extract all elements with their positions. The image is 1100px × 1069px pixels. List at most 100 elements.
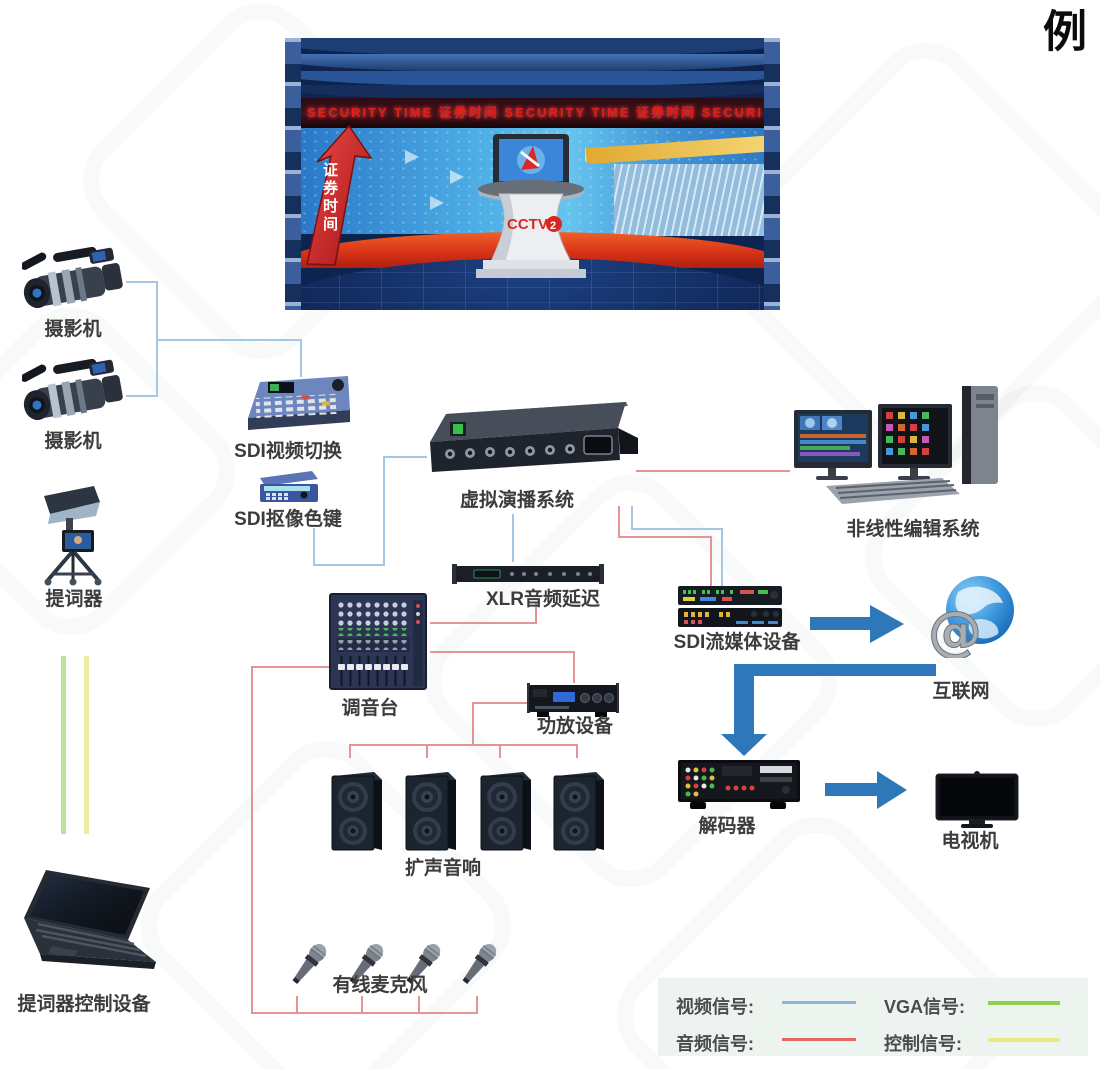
audio-signal-line bbox=[710, 536, 712, 586]
laptop-icon bbox=[16, 866, 166, 986]
page-title: 广电系统拓扑图示例 bbox=[1036, 8, 1085, 55]
workstation-icon bbox=[792, 382, 1012, 517]
control-signal-line bbox=[84, 656, 89, 834]
legend-label-audio: 音频信号: bbox=[676, 1034, 754, 1054]
mixer-icon bbox=[328, 592, 428, 696]
microphone-icon bbox=[288, 938, 330, 995]
microphone-icon bbox=[458, 938, 500, 995]
camera-2-label: 摄影机 bbox=[44, 431, 102, 452]
teleprompter-controller-label: 提词器控制设备 bbox=[17, 994, 151, 1015]
decoder-label: 解码器 bbox=[698, 816, 756, 837]
audio-signal-line bbox=[251, 666, 253, 1014]
sdi-streaming-device-label: SDI流媒体设备 bbox=[673, 632, 801, 653]
video-signal-line bbox=[383, 456, 385, 566]
streaming-rack-icon bbox=[678, 586, 782, 633]
video-signal-line bbox=[126, 281, 158, 283]
rack-box-icon bbox=[420, 396, 638, 481]
power-amplifier-label: 功放设备 bbox=[536, 716, 613, 737]
vga-signal-line bbox=[61, 656, 66, 834]
wall-arrow-icon bbox=[405, 150, 419, 164]
legend bbox=[658, 978, 1088, 1056]
studio-ceiling bbox=[285, 38, 780, 56]
camera-icon bbox=[20, 244, 132, 327]
keyer-icon bbox=[252, 466, 320, 511]
flow-arrow-internet-to-decoder bbox=[746, 664, 936, 676]
audio-signal-line bbox=[573, 651, 575, 683]
legend-label-video: 视频信号: bbox=[676, 997, 754, 1017]
legend-line-audio bbox=[782, 1038, 856, 1041]
video-signal-line bbox=[156, 339, 302, 341]
studio-ticker: SECURITY TIME 证券时间 SECURITY TIME 证券时间 SE… bbox=[285, 98, 780, 128]
audio-signal-line bbox=[361, 996, 363, 1013]
video-signal-line bbox=[383, 456, 427, 458]
flow-arrow-internet-to-decoder bbox=[734, 664, 754, 736]
speaker-icon bbox=[477, 768, 533, 861]
audio-mixer-label: 调音台 bbox=[341, 698, 399, 719]
wall-arrow-icon bbox=[450, 170, 464, 184]
camera-icon bbox=[20, 356, 132, 439]
audio-signal-line bbox=[472, 702, 474, 746]
tv-set-label: 电视机 bbox=[941, 831, 999, 852]
teleprompter-label: 提词器 bbox=[45, 589, 103, 610]
audio-signal-line bbox=[499, 744, 501, 758]
video-signal-line bbox=[512, 514, 514, 562]
microphone-icon bbox=[402, 938, 444, 995]
studio-red-arrow bbox=[306, 124, 373, 266]
at-symbol: @ bbox=[928, 600, 982, 658]
internet-label: 互联网 bbox=[932, 681, 990, 702]
speaker-icon bbox=[328, 768, 384, 861]
xlr-audio-delay-label: XLR音频延迟 bbox=[485, 589, 600, 610]
sdi-video-switcher-label: SDI视频切换 bbox=[234, 441, 342, 462]
studio-ceiling bbox=[285, 85, 780, 99]
speaker-icon bbox=[402, 768, 458, 861]
virtual-studio-system-label: 虚拟演播系统 bbox=[459, 490, 574, 511]
studio-arrow-caption: 证券时间 bbox=[321, 162, 338, 234]
background-pattern bbox=[119, 719, 533, 1069]
audio-signal-line bbox=[349, 744, 578, 746]
studio-ceiling bbox=[285, 71, 780, 86]
video-signal-line bbox=[126, 395, 158, 397]
video-signal-line bbox=[721, 528, 723, 586]
wall-arrow-icon bbox=[430, 196, 444, 210]
legend-label-control: 控制信号: bbox=[884, 1034, 962, 1054]
video-signal-line bbox=[631, 528, 723, 530]
audio-signal-line bbox=[430, 622, 537, 624]
audio-signal-line bbox=[426, 744, 428, 758]
flow-arrow-to-internet bbox=[810, 617, 870, 630]
flow-arrow-decoder-to-tv bbox=[825, 783, 877, 796]
audio-signal-line bbox=[535, 602, 537, 624]
decoder-icon bbox=[678, 760, 800, 815]
globe-icon: @ bbox=[916, 574, 1020, 664]
amplifier-icon bbox=[527, 681, 619, 724]
microphone-icon bbox=[345, 938, 387, 995]
audio-signal-line bbox=[251, 666, 330, 668]
legend-line-vga bbox=[988, 1001, 1060, 1005]
flow-arrow-decoder-to-tv-head bbox=[877, 771, 907, 809]
pa-speakers-label: 扩声音响 bbox=[404, 858, 481, 879]
studio-ceiling bbox=[285, 54, 780, 72]
legend-label-vga: VGA信号: bbox=[884, 997, 965, 1017]
audio-signal-line bbox=[636, 470, 790, 472]
nle-system-label: 非线性编辑系统 bbox=[846, 519, 980, 540]
audio-signal-line bbox=[430, 651, 575, 653]
desk-logo-text: CCTV bbox=[507, 216, 548, 233]
sdi-chroma-keyer-label: SDI抠像色键 bbox=[234, 509, 342, 530]
video-signal-line bbox=[300, 339, 302, 377]
speaker-icon bbox=[550, 768, 606, 861]
audio-signal-line bbox=[618, 506, 620, 538]
video-signal-line bbox=[313, 528, 315, 566]
rack-unit-icon bbox=[452, 560, 604, 591]
studio-pillar bbox=[764, 38, 780, 310]
audio-signal-line bbox=[476, 996, 478, 1013]
teleprompter-icon bbox=[36, 482, 106, 591]
studio-seating bbox=[614, 164, 766, 236]
studio-pillar bbox=[285, 38, 301, 310]
switcher-icon bbox=[242, 372, 354, 443]
tv-icon bbox=[935, 770, 1019, 833]
audio-signal-line bbox=[251, 1012, 478, 1014]
video-signal-line bbox=[313, 564, 385, 566]
audio-signal-line bbox=[618, 536, 712, 538]
audio-signal-line bbox=[418, 996, 420, 1013]
audio-signal-line bbox=[349, 744, 351, 758]
wired-microphones-label: 有线麦克风 bbox=[332, 975, 428, 996]
